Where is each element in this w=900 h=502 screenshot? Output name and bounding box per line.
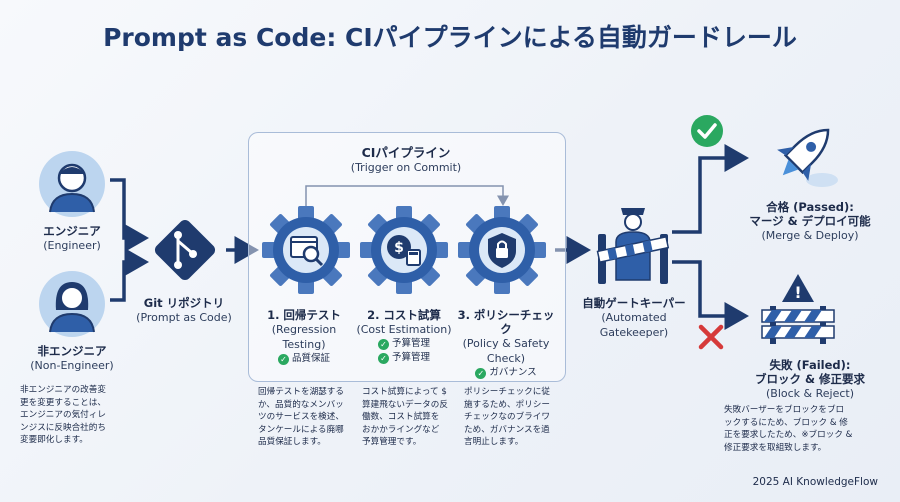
- step-2-check-1: ✓予算管理: [354, 337, 454, 351]
- step-3-sub: (Policy & Safety: [462, 337, 550, 350]
- gatekeeper-sub-2: Gatekeeper): [599, 326, 669, 339]
- failed-label: ブロック & 修正要求: [754, 372, 866, 386]
- git-sub: (Prompt as Code): [136, 311, 232, 324]
- reject-x-icon: [698, 324, 724, 350]
- check-circle-icon: ✓: [277, 353, 289, 365]
- regression-test-gear-icon: [262, 206, 350, 294]
- engineer-avatar-icon: [39, 151, 105, 217]
- step-2-check-2: ✓予算管理: [354, 351, 454, 365]
- roadblock-warning-icon: !: [761, 274, 835, 344]
- step-3-check: ✓ガバナンス: [452, 366, 560, 380]
- non-engineer-sub: (Non-Engineer): [30, 359, 114, 372]
- git-label: Git リポジトリ: [143, 296, 225, 310]
- page-title: Prompt as Code: CIパイプラインによる自動ガードレール: [103, 23, 797, 52]
- check-circle-icon: ✓: [377, 352, 389, 364]
- gatekeeper-label: 自動ゲートキーパー: [582, 296, 686, 310]
- success-check-icon: [691, 115, 723, 147]
- failed-note: 失敗バーザーをブロックをブロ ックするにため、ブロック & 修 正を要求したため…: [724, 405, 853, 453]
- check-circle-icon: ✓: [475, 367, 487, 379]
- passed-title: 合格 (Passed):: [766, 200, 854, 214]
- gatekeeper-guard-icon: [596, 208, 670, 284]
- non-engineer-avatar-icon: [39, 271, 105, 337]
- arrow-nonengineer-to-git: [110, 248, 149, 302]
- gatekeeper-sub-1: (Automated: [601, 311, 667, 324]
- step-1-label: 1. 回帰テスト: [267, 308, 341, 322]
- arrow-gate-to-pass: [672, 144, 749, 234]
- passed-label: マージ & デプロイ可能: [749, 214, 871, 228]
- ci-sub: (Trigger on Commit): [350, 161, 462, 174]
- step-2-sub: (Cost Estimation): [356, 323, 452, 336]
- footer-credit: 2025 AI KnowledgeFlow: [752, 476, 878, 488]
- svg-text:!: !: [794, 283, 801, 302]
- svg-text:$: $: [394, 240, 404, 256]
- step-1-sub: (Regression: [271, 323, 337, 336]
- step-3-label: 3. ポリシーチェック: [457, 308, 555, 336]
- cost-estimation-gear-icon: $: [360, 206, 448, 294]
- policy-check-gear-icon: [458, 206, 546, 294]
- engineer-label: エンジニア: [43, 224, 101, 238]
- passed-sub: (Merge & Deploy): [761, 229, 859, 242]
- check-circle-icon: ✓: [377, 338, 389, 350]
- arrow-ci-trigger: [305, 185, 509, 214]
- ci-title: CIパイプライン: [361, 145, 451, 160]
- step-2-note: コスト試算によって $ 算建飛ないデータの反 働数、コスト試算を おかかライング…: [362, 387, 448, 447]
- step-1-check: ✓品質保証: [254, 352, 354, 366]
- rocket-icon: [777, 128, 838, 187]
- engineer-sub: (Engineer): [43, 239, 101, 252]
- step-3-note: ポリシーチェックに従 施するため、ポリシー チェックなのブライワ ため、ガバナン…: [464, 387, 550, 447]
- non-engineer-note: 非エンジニアの改善変 更を変更することは、 エンジニアの気付ィレ ンジスに反映合…: [20, 385, 106, 445]
- failed-title: 失敗 (Failed):: [769, 358, 851, 372]
- step-1-note: 回帰テストを湖瑟する か、品質的なメンバッ ツのサービスを検述、 タンケールによ…: [258, 387, 344, 447]
- git-logo-icon: [154, 219, 216, 281]
- non-engineer-label: 非エンジニア: [37, 344, 107, 358]
- arrow-gate-to-fail: [672, 260, 749, 330]
- step-2-label: 2. コスト試算: [367, 308, 441, 322]
- arrow-engineer-to-git: [110, 178, 149, 252]
- failed-sub: (Block & Reject): [765, 387, 854, 400]
